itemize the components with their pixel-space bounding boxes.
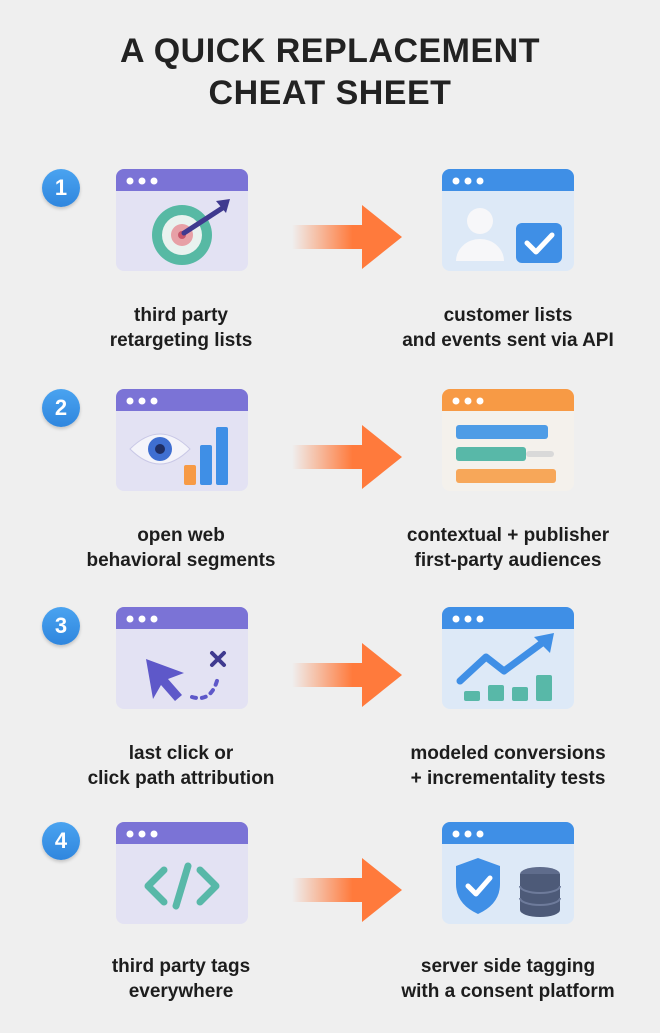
row-4: 4 third party tags everywhere xyxy=(0,818,660,1033)
page-title: A QUICK REPLACEMENT CHEAT SHEET xyxy=(0,30,660,114)
right-label: contextual + publisher first-party audie… xyxy=(368,523,648,573)
label-line: first-party audiences xyxy=(414,550,602,571)
label-line: contextual + publisher xyxy=(406,525,610,546)
title-line-1: A QUICK REPLACEMENT xyxy=(119,32,541,70)
row-2: 2 open web beha xyxy=(0,385,660,600)
row-1: 1 third party r xyxy=(0,165,660,380)
label-line: click path attribution xyxy=(87,768,275,789)
label-line: modeled conversions xyxy=(410,743,606,764)
label-line: and events sent via API xyxy=(402,330,614,351)
user-check-icon xyxy=(438,165,578,275)
eye-chart-icon xyxy=(112,385,252,495)
arrow-icon xyxy=(292,425,402,489)
label-line: open web xyxy=(137,525,225,546)
label-line: last click or xyxy=(128,743,234,764)
step-badge-2: 2 xyxy=(42,389,80,427)
label-line: + incrementality tests xyxy=(410,768,606,789)
title-line-2: CHEAT SHEET xyxy=(208,74,452,112)
step-badge-4: 4 xyxy=(42,822,80,860)
right-label: modeled conversions + incrementality tes… xyxy=(368,741,648,791)
left-label: open web behavioral segments xyxy=(41,523,321,573)
audience-bars-icon xyxy=(438,385,578,495)
step-badge-1: 1 xyxy=(42,169,80,207)
arrow-icon xyxy=(292,858,402,922)
label-line: everywhere xyxy=(128,981,234,1002)
shield-database-icon xyxy=(438,818,578,928)
label-line: third party xyxy=(134,305,228,326)
label-line: with a consent platform xyxy=(401,981,615,1002)
left-label: last click or click path attribution xyxy=(41,741,321,791)
label-line: retargeting lists xyxy=(109,330,253,351)
left-label: third party retargeting lists xyxy=(41,303,321,353)
label-line: server side tagging xyxy=(420,956,596,977)
row-3: 3 last click or click xyxy=(0,603,660,818)
arrow-icon xyxy=(292,205,402,269)
step-badge-3: 3 xyxy=(42,607,80,645)
label-line: third party tags xyxy=(111,956,251,977)
label-line: customer lists xyxy=(443,305,573,326)
target-icon xyxy=(112,165,252,275)
code-tag-icon xyxy=(112,818,252,928)
left-label: third party tags everywhere xyxy=(41,954,321,1004)
label-line: behavioral segments xyxy=(86,550,276,571)
arrow-icon xyxy=(292,643,402,707)
cursor-path-icon xyxy=(112,603,252,713)
right-label: server side tagging with a consent platf… xyxy=(368,954,648,1004)
trend-up-icon xyxy=(438,603,578,713)
right-label: customer lists and events sent via API xyxy=(368,303,648,353)
